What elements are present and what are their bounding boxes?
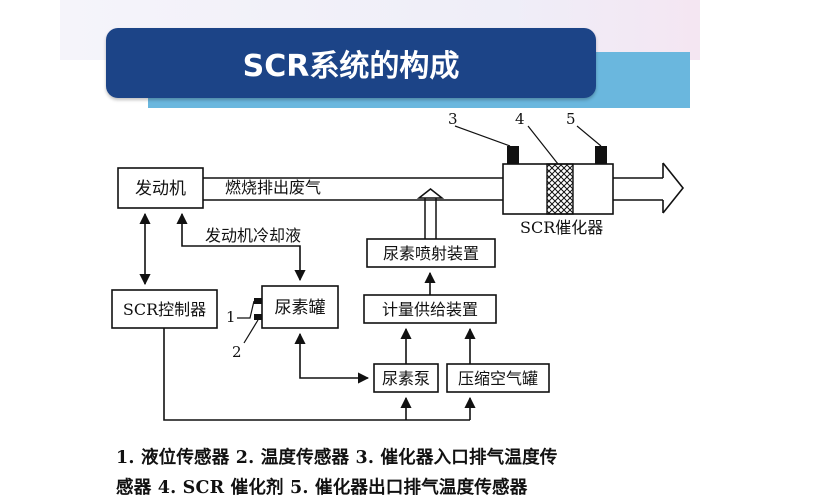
metering-unit-label: 计量供给装置: [382, 300, 478, 319]
callout-1: 1: [226, 308, 236, 326]
callout-3-leader: [454, 125, 511, 147]
callout-2-leader: [243, 319, 259, 344]
urea-pump-label: 尿素泵: [382, 369, 430, 388]
urea-pump-box: [373, 363, 439, 393]
urea-tank-box: [261, 285, 339, 329]
callout-3: 3: [448, 110, 458, 128]
level-sensor: [254, 298, 262, 304]
callout-2: 2: [232, 343, 242, 361]
scr-catalyst-element: [546, 163, 574, 215]
coolant-label: 发动机冷却液: [205, 226, 301, 245]
callout-4-leader: [527, 125, 559, 165]
page-title: SCR系统的构成: [242, 49, 460, 84]
catalyst-label: SCR催化器: [520, 218, 603, 237]
coolant-loop: [176, 212, 306, 282]
callout-1-leader: [237, 300, 255, 319]
exhaust-outlet-arrow: [662, 162, 685, 214]
callout-5-leader: [576, 125, 602, 147]
caption-line-1: 1. 液位传感器 2. 温度传感器 3. 催化器入口排气温度传: [116, 448, 558, 468]
air-tank-label: 压缩空气罐: [458, 369, 538, 388]
engine-label: 发动机: [135, 179, 186, 199]
tank-pump-line: [294, 332, 370, 384]
injection-nozzle: [416, 188, 445, 199]
callout-5: 5: [566, 110, 576, 128]
injector-label: 尿素喷射装置: [383, 244, 479, 263]
legend-caption: 1. 液位传感器 2. 温度传感器 3. 催化器入口排气温度传 感器 4. SC…: [116, 443, 716, 503]
engine-box: [117, 167, 204, 209]
title-banner: SCR系统的构成: [106, 28, 596, 98]
outlet-temp-sensor: [595, 146, 607, 164]
inlet-temp-sensor: [507, 146, 519, 164]
tank-temp-sensor: [254, 314, 262, 320]
urea-tank-label: 尿素罐: [275, 298, 326, 318]
air-tank-box: [446, 363, 550, 393]
scr-controller-label: SCR控制器: [123, 300, 206, 319]
caption-line-2: 感器 4. SCR 催化剂 5. 催化器出口排气温度传感器: [116, 478, 528, 498]
callout-4: 4: [515, 110, 525, 128]
exhaust-label: 燃烧排出废气: [225, 178, 321, 197]
injector-box: [366, 238, 496, 268]
controller-bus: [163, 328, 470, 421]
